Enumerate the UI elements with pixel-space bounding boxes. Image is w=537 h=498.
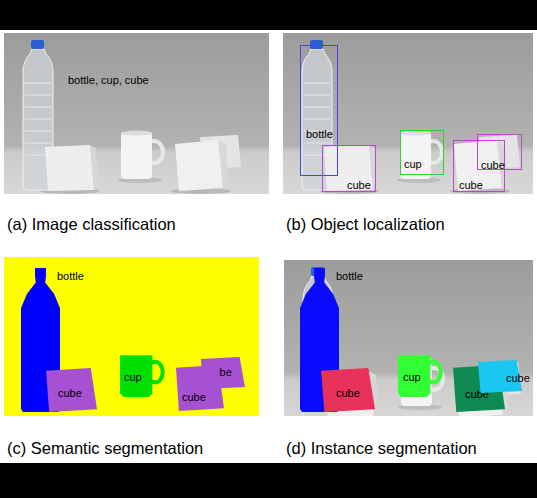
- object-label: cube: [459, 180, 483, 191]
- figure-panel: (c) Semantic segmentationbottlecubecupcu…: [4, 257, 259, 416]
- object-label: cup: [404, 159, 422, 170]
- segmentation-mask: cube: [45, 368, 97, 412]
- bounding-box: bottle: [300, 45, 338, 176]
- segmentation-mask: cube: [320, 368, 375, 412]
- panel-caption: (a) Image classification: [7, 216, 176, 233]
- object-label: cup: [403, 372, 421, 383]
- segmentation-mask: cube: [477, 360, 522, 393]
- bounding-box: cube: [322, 145, 376, 192]
- object-label: cup: [124, 372, 142, 383]
- mask-fill: [176, 365, 224, 411]
- object-label: cube: [506, 373, 530, 384]
- mask-fill: [46, 368, 97, 412]
- segmentation-mask: cube: [175, 365, 224, 411]
- object-label: cube: [347, 180, 371, 191]
- bounding-box: cup: [400, 130, 444, 175]
- mask-fill: [321, 368, 375, 412]
- figure-panel: (b) Object localizationbottlecubecupcube…: [283, 33, 533, 194]
- cup-handle: [425, 362, 440, 383]
- panel-caption: (b) Object localization: [286, 216, 445, 233]
- figure-panel: bottle, cup, cube(a) Image classificatio…: [4, 33, 269, 194]
- object-label: bottle: [306, 129, 333, 140]
- segmentation-mask: cup: [398, 354, 443, 397]
- panel-caption: (c) Semantic segmentation: [7, 440, 203, 457]
- object-label: cube: [182, 392, 206, 403]
- bounding-box: cube: [477, 134, 522, 170]
- cup-handle: [147, 362, 162, 383]
- mask-shape: [175, 365, 224, 411]
- object-label: cube: [481, 160, 505, 171]
- photo-scene: [283, 33, 533, 194]
- panel-caption: (d) Instance segmentation: [286, 440, 477, 457]
- segmentation-mask: cup: [120, 354, 165, 397]
- photo-scene: [284, 260, 533, 416]
- object-label: bottle: [57, 271, 84, 282]
- object-label: bottle: [336, 271, 363, 282]
- class-label: bottle, cup, cube: [68, 75, 149, 86]
- object-label: cube: [58, 388, 82, 399]
- figure-panel: (d) Instance segmentationbottlecubecupcu…: [283, 257, 533, 416]
- object-label: cube: [336, 388, 360, 399]
- background-mask: [4, 257, 259, 416]
- photo-scene: [4, 33, 269, 194]
